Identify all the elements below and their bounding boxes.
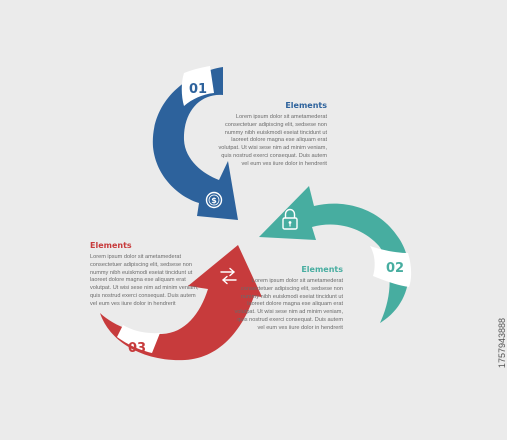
step-number-1: 01: [189, 82, 207, 97]
step-number-2: 02: [386, 261, 404, 276]
step-body-2: Lorem ipsum dolor sit ametamederat conse…: [234, 278, 344, 331]
arrow-step-1: 01 $: [152, 66, 238, 220]
padlock-icon: [282, 208, 298, 230]
dollar-coin-icon: $: [205, 191, 223, 209]
text-block-1: Elements Lorem ipsum dolor sit ametamede…: [217, 101, 328, 169]
arrow-step-3: 03: [100, 245, 262, 361]
step-title-1: Elements: [285, 101, 327, 110]
arrow-step-2: 02: [259, 186, 412, 323]
text-block-3: Elements Lorem ipsum dolor sit ametamede…: [90, 241, 200, 309]
number-tab-2: [370, 246, 412, 287]
svg-text:$: $: [211, 196, 217, 205]
exchange-arrows-icon: [220, 267, 237, 285]
step-body-1: Lorem ipsum dolor sit ametamederat conse…: [218, 114, 328, 167]
step-title-3: Elements: [90, 241, 132, 250]
arrow-step-3-body: [100, 245, 262, 361]
step-title-2: Elements: [301, 265, 343, 274]
number-tab-1: [181, 66, 214, 106]
arrow-step-1-body: [152, 67, 238, 220]
stock-id-watermark: 1757943888: [497, 318, 507, 369]
step-number-3: 03: [128, 341, 146, 356]
number-tab-3: [117, 325, 160, 353]
step-body-3: Lorem ipsum dolor sit ametamederat conse…: [90, 254, 199, 307]
text-block-2: Elements Lorem ipsum dolor sit ametamede…: [233, 265, 344, 333]
